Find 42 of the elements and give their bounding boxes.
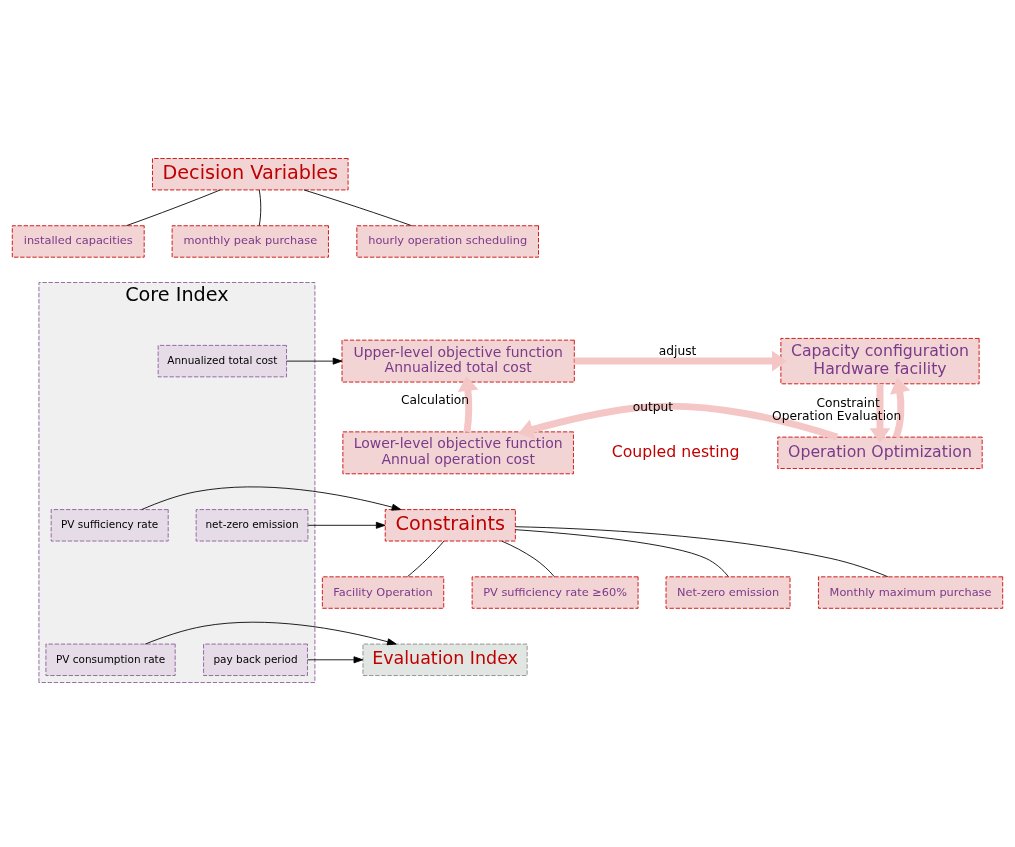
connector xyxy=(125,189,221,226)
arrow xyxy=(457,375,479,432)
node-box: monthly peak purchase xyxy=(171,224,329,258)
edge-label: Calculation xyxy=(400,392,470,407)
arrow xyxy=(869,383,891,443)
edge-label: Constraint xyxy=(816,395,880,410)
connector xyxy=(515,525,889,577)
node-box: Annualized total cost xyxy=(157,344,287,377)
connector xyxy=(407,540,445,577)
arrow xyxy=(890,377,911,438)
node-box: PV sufficiency rate ≥60% xyxy=(471,575,639,609)
arrow xyxy=(307,655,364,663)
node-box: PV sufficiency rate xyxy=(50,508,169,541)
node-box: hourly operation scheduling xyxy=(356,224,539,258)
node-box: installed capacities xyxy=(11,224,145,258)
arrow xyxy=(307,521,386,529)
node-box: Capacity configuration Hardware facility xyxy=(780,337,980,384)
arrow xyxy=(574,350,787,371)
connector xyxy=(501,540,555,577)
arrow xyxy=(518,402,839,440)
edge-label: Operation Evaluation xyxy=(772,408,902,423)
node-box: net-zero emission xyxy=(195,508,309,541)
node-box: pay back period xyxy=(203,643,308,676)
node-box: Monthly maximum purchase xyxy=(818,575,1004,609)
arrow xyxy=(144,621,397,645)
node-box: Facility Operation xyxy=(321,575,445,609)
node-box: Lower-level objective function Annual operation cost xyxy=(342,430,574,474)
node-box: PV consumption rate xyxy=(45,643,176,676)
arrow xyxy=(286,357,343,365)
node-box: Operation Optimization xyxy=(777,436,983,469)
edge-label: adjust xyxy=(658,343,697,358)
node-box: Evaluation Index xyxy=(362,643,528,676)
label: Coupled nesting xyxy=(611,441,740,461)
edge-label: output xyxy=(632,399,674,414)
node-box: Decision Variables xyxy=(152,157,349,190)
node-box: Upper-level objective function Annualized total cost xyxy=(341,339,575,382)
connector xyxy=(258,189,262,226)
node-box: Constraints xyxy=(384,508,516,541)
arrow xyxy=(141,485,402,511)
connector xyxy=(303,189,413,226)
connector xyxy=(515,528,729,577)
node-box: Net-zero emission xyxy=(665,575,791,609)
